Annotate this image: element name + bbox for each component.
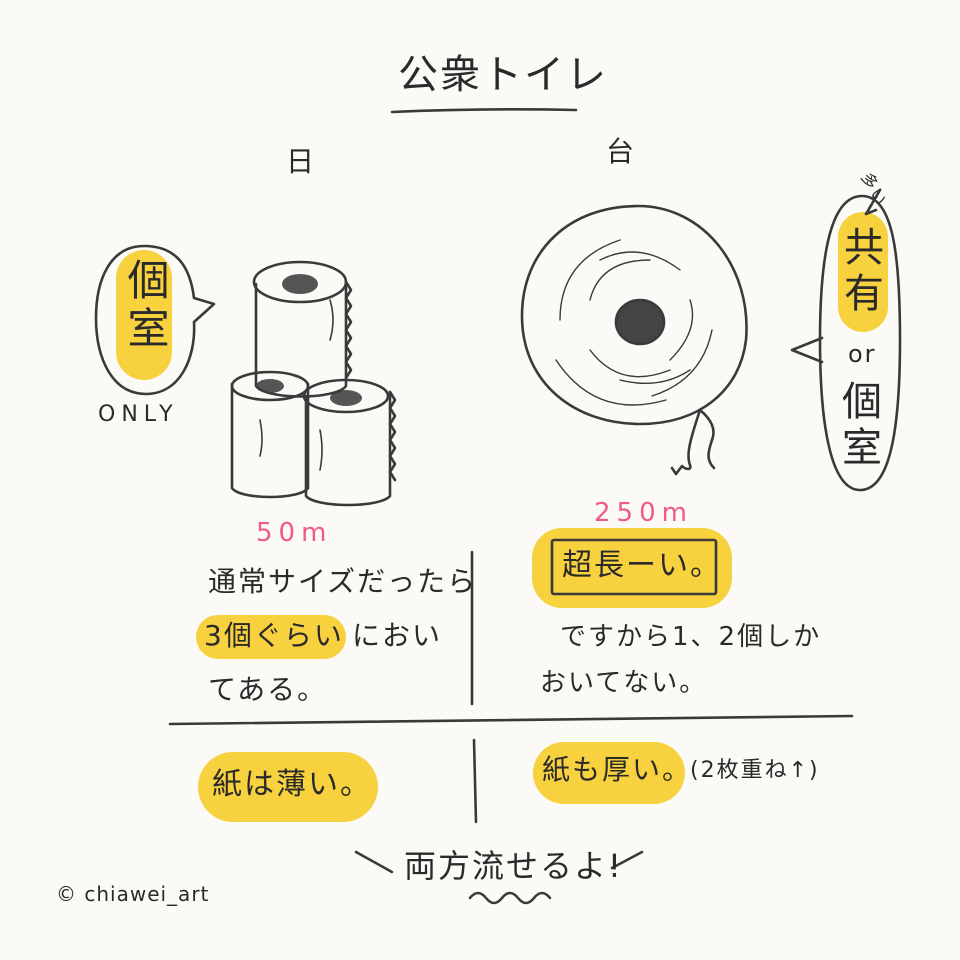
bubble-right-or: or — [848, 340, 877, 368]
bubble-left-highlight — [116, 250, 172, 380]
title-underline — [390, 108, 578, 114]
paper-left-highlight — [198, 752, 378, 822]
bubble-right-highlight — [838, 212, 888, 332]
divider-horizontal — [168, 714, 854, 726]
large-toilet-roll-icon — [520, 204, 748, 476]
page-title: 公衆トイレ — [398, 52, 608, 98]
desc-left-highlight — [196, 615, 346, 659]
bubble-left — [94, 244, 216, 396]
desc-left-highlight-text: 3個ぐらい — [204, 619, 344, 652]
heading-japan: 日 — [286, 145, 317, 178]
length-left: 50m — [256, 518, 333, 548]
toilet-roll-stack-icon — [230, 260, 397, 507]
bubble-right-text2: 個室 — [835, 380, 881, 472]
bubble-left-text: 個室 — [121, 258, 170, 354]
desc-left-line2: におい — [352, 619, 443, 652]
desc-left-line1: 通常サイズだったら — [208, 565, 478, 598]
desc-left-line3: てある。 — [208, 673, 328, 706]
footer-text: 両方流せるよ! — [404, 847, 623, 885]
paper-right-highlight — [533, 742, 685, 804]
boxed-text-frame — [550, 538, 718, 596]
divider-vertical-bottom — [472, 738, 478, 824]
desc-right-boxed: 超長ーい。 — [562, 548, 722, 583]
length-right: 250m — [594, 498, 693, 528]
heading-taiwan: 台 — [606, 135, 637, 168]
paper-right: 紙も厚い。 — [542, 753, 693, 786]
bubble-right — [818, 194, 902, 492]
paper-right-note: (2枚重ね↑) — [690, 758, 820, 783]
desc-right-line3: おいてない。 — [540, 668, 708, 698]
bubble-right-text1: 共有 — [837, 226, 883, 318]
credit: © chiawei_art — [56, 882, 210, 906]
desc-right-line2: ですから1、2個しか — [560, 622, 822, 652]
paper-left: 紙は薄い。 — [212, 767, 372, 802]
bubble-left-sub: ONLY — [98, 402, 179, 427]
